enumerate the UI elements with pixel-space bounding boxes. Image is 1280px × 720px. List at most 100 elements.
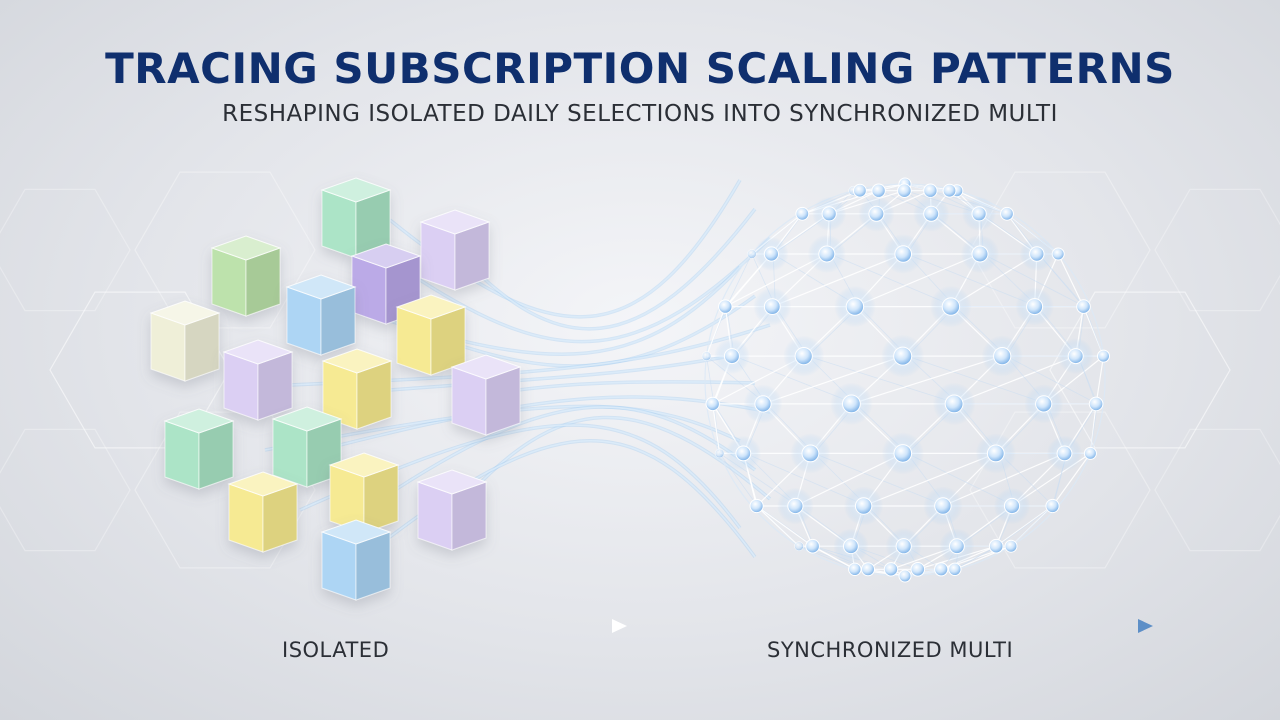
cube-face-top: [210, 235, 282, 261]
network-node: [848, 562, 862, 576]
network-node: [842, 394, 861, 414]
network-node: [894, 245, 913, 263]
cube-face-top: [350, 243, 422, 269]
sphere-edge: [1084, 306, 1104, 357]
network-node: [934, 562, 949, 577]
sphere-edge: [983, 253, 1085, 307]
hexagon-outline: [134, 171, 316, 329]
isolated-cubes-cluster: [149, 177, 522, 601]
flow-stream: [454, 208, 756, 330]
sphere-edge: [906, 253, 1038, 307]
network-node: [1029, 246, 1045, 262]
network-node: [868, 205, 885, 222]
cube-blue: [285, 274, 357, 356]
network-node: [893, 346, 913, 366]
sphere-edge: [942, 452, 1065, 507]
cube-face-top: [227, 471, 299, 497]
cube-face-top: [395, 294, 467, 320]
flow-stream-glow: [419, 236, 772, 344]
network-node: [986, 444, 1005, 463]
cube-lavender: [416, 469, 488, 551]
hexagon-background-pattern: [0, 171, 1280, 569]
network-node: [853, 183, 867, 198]
network-node: [749, 498, 764, 514]
flow-stream: [264, 405, 741, 451]
sphere-edge: [706, 356, 715, 404]
network-node: [1045, 498, 1060, 514]
network-node: [883, 562, 899, 577]
cube-face-top: [321, 348, 393, 374]
network-node: [843, 538, 859, 555]
hexagon-outline: [1154, 188, 1280, 312]
cube-lavender: [450, 354, 522, 436]
network-node: [942, 183, 957, 198]
network-node: [1076, 299, 1091, 314]
cube-blue: [320, 519, 392, 601]
sphere-edge: [705, 306, 726, 357]
sphere-edge: [1006, 355, 1098, 405]
network-node: [763, 246, 780, 262]
sphere-edge: [995, 505, 1053, 547]
sphere-edge: [712, 403, 721, 454]
hexagon-outline: [1049, 291, 1231, 449]
cube-purple: [350, 243, 422, 325]
sphere-edge: [726, 253, 753, 307]
network-node: [701, 351, 712, 361]
network-node: [821, 206, 837, 222]
network-node: [801, 444, 820, 463]
sphere-edge: [953, 355, 1076, 405]
network-node: [988, 538, 1004, 554]
network-node: [794, 541, 804, 551]
network-node: [854, 497, 873, 515]
network-node: [1083, 446, 1097, 460]
cube-face-top: [320, 177, 392, 203]
cube-lavender: [222, 339, 294, 421]
network-node: [763, 298, 781, 316]
network-node: [735, 445, 752, 462]
cube-face-top: [163, 408, 235, 434]
axis-label-isolated: ISOLATED: [282, 638, 390, 662]
network-node: [705, 396, 720, 412]
sphere-edge: [863, 452, 997, 507]
network-node: [910, 562, 926, 577]
cube-yellow: [328, 452, 400, 534]
network-node: [934, 497, 952, 515]
sphere-edge: [1095, 356, 1105, 404]
network-node: [818, 245, 836, 263]
cube-face-top: [328, 452, 400, 478]
network-node: [944, 394, 964, 414]
network-node: [795, 206, 810, 221]
cube-cream: [149, 300, 221, 382]
cube-face-top: [222, 339, 294, 365]
network-node: [787, 497, 804, 515]
network-node: [714, 448, 725, 459]
network-node: [948, 562, 962, 576]
sphere-edge: [854, 253, 981, 308]
network-node: [871, 183, 886, 198]
cube-yellow: [321, 348, 393, 430]
network-node: [895, 538, 912, 555]
network-node: [1097, 349, 1110, 363]
sphere-edge: [1090, 403, 1098, 454]
network-node: [923, 205, 940, 222]
network-node: [1035, 395, 1053, 413]
network-node: [923, 183, 938, 198]
flow-stream: [419, 237, 771, 343]
axis-label-synchronized: SYNCHRONIZED MULTI: [767, 638, 1014, 662]
cube-face-top: [285, 274, 357, 300]
network-node: [794, 347, 813, 366]
network-node: [971, 245, 989, 263]
network-node: [718, 299, 733, 314]
network-node: [1056, 445, 1073, 462]
network-node: [898, 569, 912, 583]
network-node: [993, 347, 1012, 366]
cube-green: [210, 235, 282, 317]
network-node: [1026, 298, 1044, 316]
flow-stream-glow: [484, 380, 756, 397]
network-node: [1004, 539, 1018, 553]
sphere-nodes: [701, 177, 1110, 583]
sphere-edge: [1057, 253, 1085, 307]
network-node: [949, 538, 965, 555]
cube-mint: [163, 408, 235, 490]
cube-face-top: [416, 469, 488, 495]
